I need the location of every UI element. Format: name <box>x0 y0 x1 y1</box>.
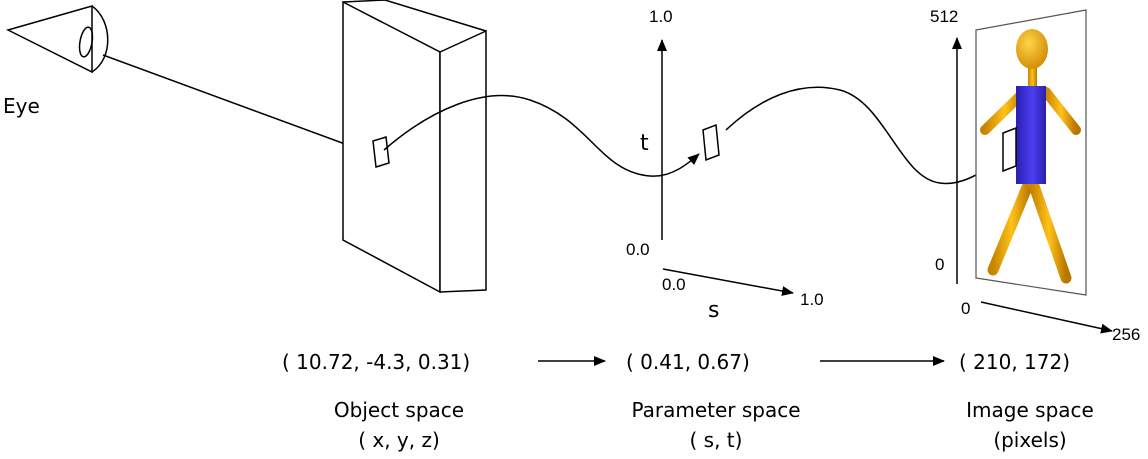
image-coordinate: ( 210, 172) <box>959 350 1070 374</box>
image-patch <box>1002 126 1017 173</box>
s-axis-min-label: 0.0 <box>662 275 686 294</box>
s-axis-arrow <box>662 268 794 296</box>
eye-icon <box>5 5 109 74</box>
object-to-parameter-curve <box>383 94 700 177</box>
image-y-max-label: 512 <box>930 7 958 26</box>
sight-ray-arrow <box>102 54 365 152</box>
s-axis-label: s <box>708 298 719 323</box>
stick-figure-image <box>980 29 1081 284</box>
t-axis-label: t <box>640 131 649 156</box>
image-space-vars: (pixels) <box>993 428 1066 452</box>
object-box <box>342 0 487 294</box>
image-x-min-label: 0 <box>961 299 970 318</box>
object-space-vars: ( x, y, z) <box>358 428 440 452</box>
image-space-caption: Image space <box>966 398 1094 422</box>
parameter-space-caption: Parameter space <box>631 398 800 422</box>
object-surface-patch <box>372 136 390 168</box>
s-axis-max-label: 1.0 <box>800 290 824 309</box>
object-coordinate: ( 10.72, -4.3, 0.31) <box>282 350 470 374</box>
image-x-max-label: 256 <box>1112 325 1140 344</box>
t-axis-max-label: 1.0 <box>649 7 673 26</box>
object-space-caption: Object space <box>334 398 464 422</box>
t-axis-min-label: 0.0 <box>626 240 650 259</box>
parameter-to-image-curve <box>725 86 997 185</box>
image-x-axis-arrow <box>980 301 1113 334</box>
parameter-patch <box>702 123 720 162</box>
parameter-space-vars: ( s, t) <box>690 428 743 452</box>
eye-label: Eye <box>3 94 40 118</box>
parameter-coordinate: ( 0.41, 0.67) <box>626 350 750 374</box>
image-y-min-label: 0 <box>935 255 944 274</box>
